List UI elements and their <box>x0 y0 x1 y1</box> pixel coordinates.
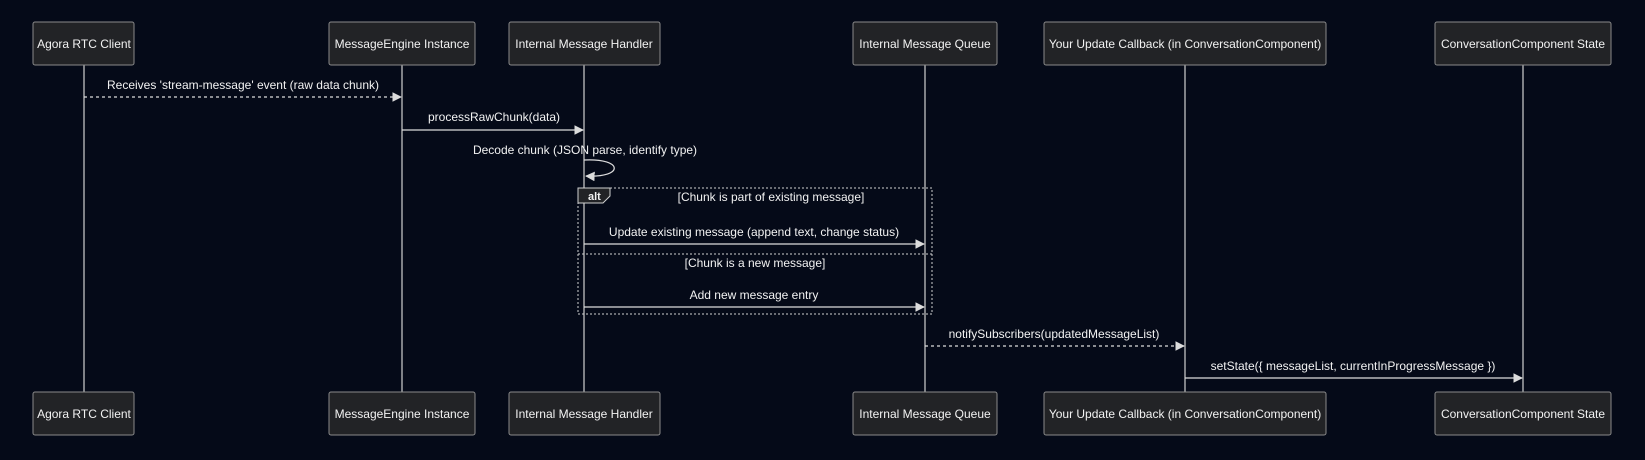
alt-frame: alt [Chunk is part of existing message] … <box>577 187 933 315</box>
message-label: Receives 'stream-message' event (raw dat… <box>107 78 379 92</box>
actor-label: Internal Message Handler <box>515 37 652 51</box>
actor-bottom-message-engine: MessageEngine Instance <box>328 391 476 436</box>
actor-top-internal-message-queue: Internal Message Queue <box>852 21 998 66</box>
actor-bottom-conversation-state: ConversationComponent State <box>1434 391 1612 436</box>
actor-label: ConversationComponent State <box>1441 37 1605 51</box>
actor-label: Your Update Callback (in ConversationCom… <box>1049 407 1321 421</box>
alt-keyword: alt <box>588 191 601 203</box>
actor-top-agora-rtc-client: Agora RTC Client <box>32 21 135 66</box>
message-label: notifySubscribers(updatedMessageList) <box>949 327 1160 341</box>
message-label: setState({ messageList, currentInProgres… <box>1211 359 1496 373</box>
actor-label: MessageEngine Instance <box>335 407 470 421</box>
actor-label: MessageEngine Instance <box>335 37 470 51</box>
alt-condition-new: [Chunk is a new message] <box>685 256 826 270</box>
actor-bottom-agora-rtc-client: Agora RTC Client <box>32 391 135 436</box>
message-label: Add new message entry <box>690 288 819 302</box>
actor-bottom-update-callback: Your Update Callback (in ConversationCom… <box>1043 391 1327 436</box>
actor-top-internal-message-handler: Internal Message Handler <box>508 21 661 66</box>
actor-label: Internal Message Queue <box>859 407 991 421</box>
actor-bottom-internal-message-queue: Internal Message Queue <box>852 391 998 436</box>
actor-top-update-callback: Your Update Callback (in ConversationCom… <box>1043 21 1327 66</box>
actor-label: ConversationComponent State <box>1441 407 1605 421</box>
actor-top-conversation-state: ConversationComponent State <box>1434 21 1612 66</box>
message-label: Update existing message (append text, ch… <box>609 225 899 239</box>
actor-label: Internal Message Handler <box>515 407 652 421</box>
message-label: Decode chunk (JSON parse, identify type) <box>473 143 697 157</box>
actor-label: Your Update Callback (in ConversationCom… <box>1049 37 1321 51</box>
message-arrow-decode-chunk <box>583 159 615 182</box>
actor-bottom-internal-message-handler: Internal Message Handler <box>508 391 661 436</box>
actor-label: Agora RTC Client <box>37 407 131 421</box>
message-label: processRawChunk(data) <box>428 110 560 124</box>
actor-label: Agora RTC Client <box>37 37 131 51</box>
actor-label: Internal Message Queue <box>859 37 991 51</box>
actor-top-message-engine: MessageEngine Instance <box>328 21 476 66</box>
alt-condition-existing: [Chunk is part of existing message] <box>678 190 865 204</box>
